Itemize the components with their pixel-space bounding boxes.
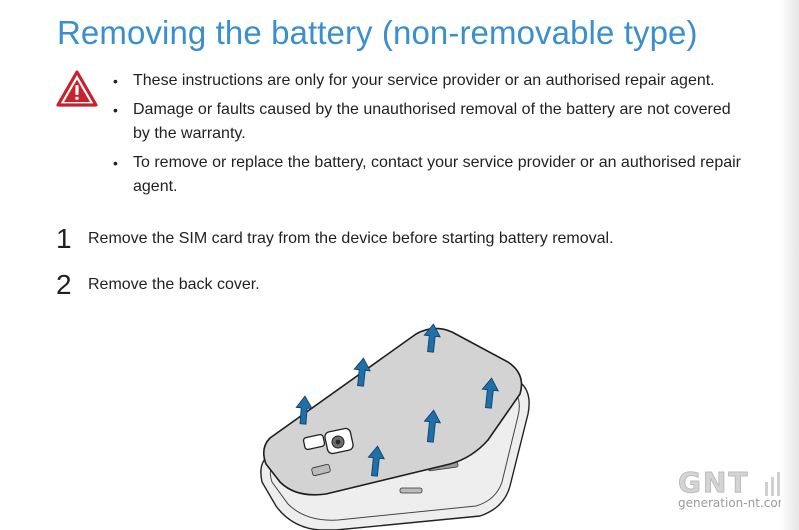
step-text: Remove the SIM card tray from the device… (88, 230, 614, 247)
bullet: • (113, 102, 118, 118)
caution-item: • Damage or faults caused by the unautho… (112, 98, 752, 146)
bullet: • (113, 73, 118, 89)
step-1: 1 Remove the SIM card tray from the devi… (56, 223, 614, 255)
watermark-logo: GNT (678, 466, 750, 500)
signal-bars-icon (765, 472, 780, 496)
caution-text: Damage or faults caused by the unauthori… (133, 101, 731, 142)
watermark: GNT generation-nt.com (672, 466, 790, 516)
caution-item: • To remove or replace the battery, cont… (112, 151, 752, 199)
caution-item: • These instructions are only for your s… (112, 69, 752, 93)
caution-text: To remove or replace the battery, contac… (133, 154, 741, 195)
bullet: • (113, 155, 118, 171)
page-edge-shadow (781, 0, 799, 530)
caution-text: These instructions are only for your ser… (133, 72, 715, 89)
step-text: Remove the back cover. (88, 276, 260, 293)
step-number: 1 (56, 223, 72, 254)
caution-list: • These instructions are only for your s… (112, 69, 752, 204)
phone-back-cover-removal-illustration (260, 323, 530, 530)
step-number: 2 (56, 269, 72, 300)
page-title: Removing the battery (non-removable type… (57, 14, 698, 51)
watermark-site: generation-nt.com (678, 496, 790, 510)
warning-triangle-icon (56, 70, 98, 107)
step-2: 2 Remove the back cover. (56, 269, 260, 301)
